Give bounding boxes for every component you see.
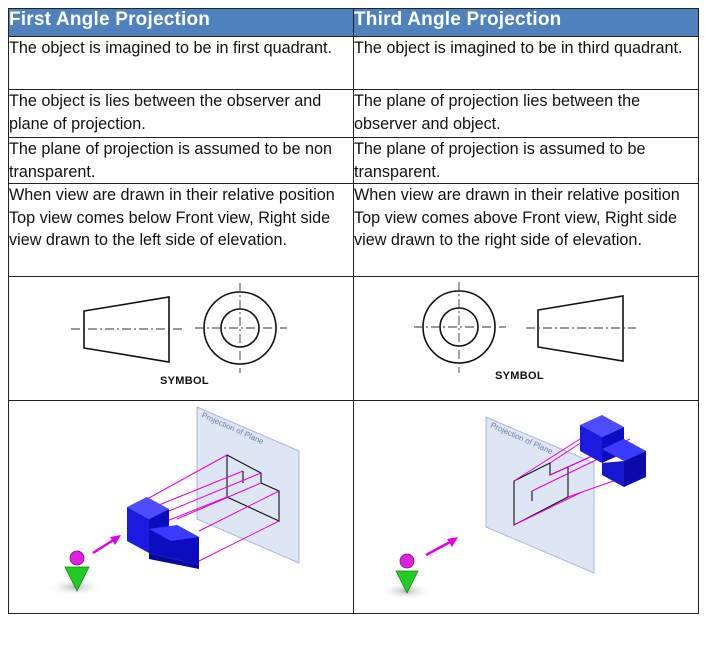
- first-angle-illustration: Projection of Plane: [47, 406, 300, 596]
- observer-eye-icon: [399, 553, 415, 569]
- first-angle-transparency: The plane of projection is assumed to be…: [8, 137, 354, 184]
- first-angle-symbol-label: SYMBOL: [160, 375, 209, 387]
- first-angle-quadrant: The object is imagined to be in first qu…: [8, 36, 354, 90]
- first-angle-symbol: [71, 283, 287, 373]
- third-angle-symbol-label: SYMBOL: [495, 370, 544, 382]
- first-angle-illustration-cell: Projection of Plane: [8, 400, 354, 614]
- third-angle-illustration-cell: Projection of Plane: [353, 400, 699, 614]
- observer-cone: [64, 566, 90, 592]
- observer-cone: [395, 570, 419, 594]
- sight-arrow: [425, 539, 453, 557]
- first-angle-position: The object is lies between the observer …: [8, 89, 354, 138]
- third-angle-view-arrangement: When view are drawn in their relative po…: [353, 183, 699, 277]
- observer-eye-icon: [69, 550, 85, 566]
- projector-lines: [513, 428, 637, 526]
- third-angle-symbol: [414, 282, 636, 373]
- object-block: [580, 415, 646, 487]
- third-angle-position: The plane of projection lies between the…: [353, 89, 699, 138]
- third-angle-symbol-cell: SYMBOL: [353, 276, 699, 401]
- first-angle-symbol-cell: SYMBOL: [8, 276, 354, 401]
- third-angle-quadrant: The object is imagined to be in third qu…: [353, 36, 699, 90]
- projection-plane: [485, 416, 595, 574]
- frustum-shape: [83, 296, 170, 363]
- third-angle-transparency: The plane of projection is assumed to be…: [353, 137, 699, 184]
- third-angle-illustration: Projection of Plane: [380, 415, 646, 600]
- projection-comparison-table: First Angle Projection Third Angle Proje…: [8, 8, 699, 614]
- object-block: [127, 497, 199, 569]
- header-third-angle: Third Angle Projection: [353, 8, 699, 37]
- first-angle-view-arrangement: When view are drawn in their relative po…: [8, 183, 354, 277]
- header-first-angle: First Angle Projection: [8, 8, 354, 37]
- sight-arrow: [92, 537, 116, 555]
- frustum-shape: [537, 295, 624, 362]
